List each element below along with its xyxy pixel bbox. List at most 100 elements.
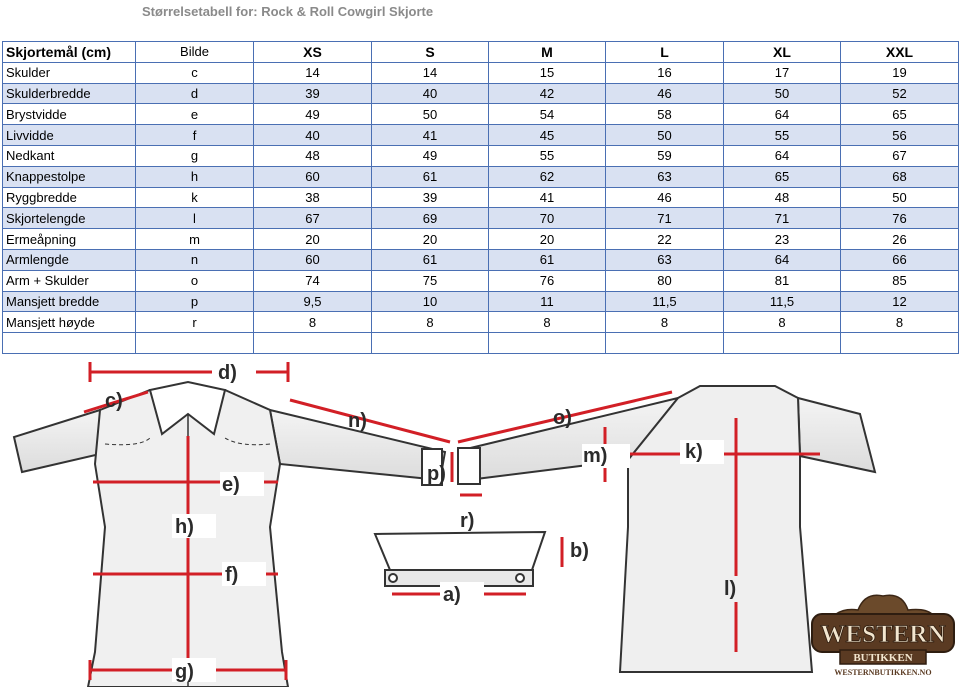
cell-s: 10 bbox=[371, 290, 489, 313]
cell-l: 63 bbox=[605, 165, 724, 188]
cell-xxl: 19 bbox=[840, 61, 959, 84]
logo-line1: WESTERN bbox=[820, 621, 945, 648]
cell-s: 40 bbox=[371, 82, 489, 105]
cell-l: 11,5 bbox=[605, 290, 724, 313]
cell-xs bbox=[253, 332, 372, 354]
cell-xs: 40 bbox=[253, 124, 372, 146]
cell-xxl: 56 bbox=[840, 124, 959, 146]
cell-label: Brystvidde bbox=[2, 103, 136, 126]
label-a: a) bbox=[443, 584, 461, 606]
cell-xs: 39 bbox=[253, 82, 372, 105]
cell-label: Mansjett bredde bbox=[2, 290, 136, 313]
cell-m: 15 bbox=[488, 61, 606, 84]
cell-bilde: k bbox=[135, 186, 254, 209]
cell-s: 50 bbox=[371, 103, 489, 126]
cell-bilde: c bbox=[135, 61, 254, 84]
cell-xxl: 68 bbox=[840, 165, 959, 188]
cell-s: 14 bbox=[371, 61, 489, 84]
cell-m: 8 bbox=[488, 311, 606, 334]
shirt-measurement-diagram: d) c) n) o) e) m) k) h) p) r) b) f) a) l… bbox=[12, 358, 955, 687]
cell-bilde: l bbox=[135, 207, 254, 230]
label-g: g) bbox=[175, 661, 194, 683]
cell-xxl: 8 bbox=[840, 311, 959, 334]
cell-xs: 74 bbox=[253, 269, 372, 292]
front-collar bbox=[148, 380, 227, 436]
label-d: d) bbox=[218, 362, 237, 384]
cell-s bbox=[371, 332, 489, 354]
cell-m: 42 bbox=[488, 82, 606, 105]
cell-label: Knappestolpe bbox=[2, 165, 136, 188]
cell-l: 22 bbox=[605, 228, 724, 250]
table-row bbox=[2, 332, 959, 354]
cell-l: 16 bbox=[605, 61, 724, 84]
label-c: c) bbox=[105, 390, 123, 412]
header-xl: XL bbox=[723, 41, 841, 63]
cell-l: 63 bbox=[605, 248, 724, 271]
label-m: m) bbox=[583, 445, 607, 467]
cell-xs: 20 bbox=[253, 228, 372, 250]
cell-l bbox=[605, 332, 724, 354]
size-table: Skjortemål (cm) Bilde XS S M L XL XXL Sk… bbox=[2, 41, 959, 354]
cell-xl: 64 bbox=[723, 103, 841, 126]
cell-s: 61 bbox=[371, 165, 489, 188]
cell-xxl: 76 bbox=[840, 207, 959, 230]
cell-bilde: d bbox=[135, 82, 254, 105]
cell-xs: 8 bbox=[253, 311, 372, 334]
cell-l: 58 bbox=[605, 103, 724, 126]
cell-s: 49 bbox=[371, 144, 489, 167]
cell-xl: 64 bbox=[723, 248, 841, 271]
label-p: p) bbox=[427, 463, 446, 485]
cell-l: 59 bbox=[605, 144, 724, 167]
cell-label: Ermeåpning bbox=[2, 228, 136, 250]
cell-xl: 17 bbox=[723, 61, 841, 84]
header-s: S bbox=[371, 41, 489, 63]
cell-xs: 9,5 bbox=[253, 290, 372, 313]
cell-label: Mansjett høyde bbox=[2, 311, 136, 334]
header-bilde: Bilde bbox=[135, 41, 254, 63]
cell-label: Armlengde bbox=[2, 248, 136, 271]
cell-bilde: f bbox=[135, 124, 254, 146]
cell-bilde: o bbox=[135, 269, 254, 292]
cell-m: 20 bbox=[488, 228, 606, 250]
cell-l: 46 bbox=[605, 82, 724, 105]
cell-xl: 48 bbox=[723, 186, 841, 209]
table-header-row: Skjortemål (cm) Bilde XS S M L XL XXL bbox=[2, 41, 959, 63]
cell-m: 55 bbox=[488, 144, 606, 167]
cell-xxl: 65 bbox=[840, 103, 959, 126]
cell-l: 46 bbox=[605, 186, 724, 209]
cell-xs: 48 bbox=[253, 144, 372, 167]
cell-s: 75 bbox=[371, 269, 489, 292]
cell-xl: 8 bbox=[723, 311, 841, 334]
measurement-labels: d) c) n) o) e) m) k) h) p) r) b) f) a) l… bbox=[105, 358, 756, 683]
cell-l: 80 bbox=[605, 269, 724, 292]
cell-m: 62 bbox=[488, 165, 606, 188]
back-cuff bbox=[457, 447, 481, 485]
cell-l: 71 bbox=[605, 207, 724, 230]
label-f: f) bbox=[225, 564, 238, 586]
cell-label bbox=[2, 332, 136, 354]
cell-m: 45 bbox=[488, 124, 606, 146]
cell-xs: 60 bbox=[253, 248, 372, 271]
cell-label: Arm + Skulder bbox=[2, 269, 136, 292]
cell-label: Nedkant bbox=[2, 144, 136, 167]
cell-xxl bbox=[840, 332, 959, 354]
label-e: e) bbox=[222, 474, 240, 496]
cell-label: Skulderbredde bbox=[2, 82, 136, 105]
cell-s: 41 bbox=[371, 124, 489, 146]
cell-xl bbox=[723, 332, 841, 354]
cuff-detail bbox=[373, 530, 547, 587]
cell-label: Skulder bbox=[2, 61, 136, 84]
cell-xl: 55 bbox=[723, 124, 841, 146]
label-h: h) bbox=[175, 516, 194, 538]
